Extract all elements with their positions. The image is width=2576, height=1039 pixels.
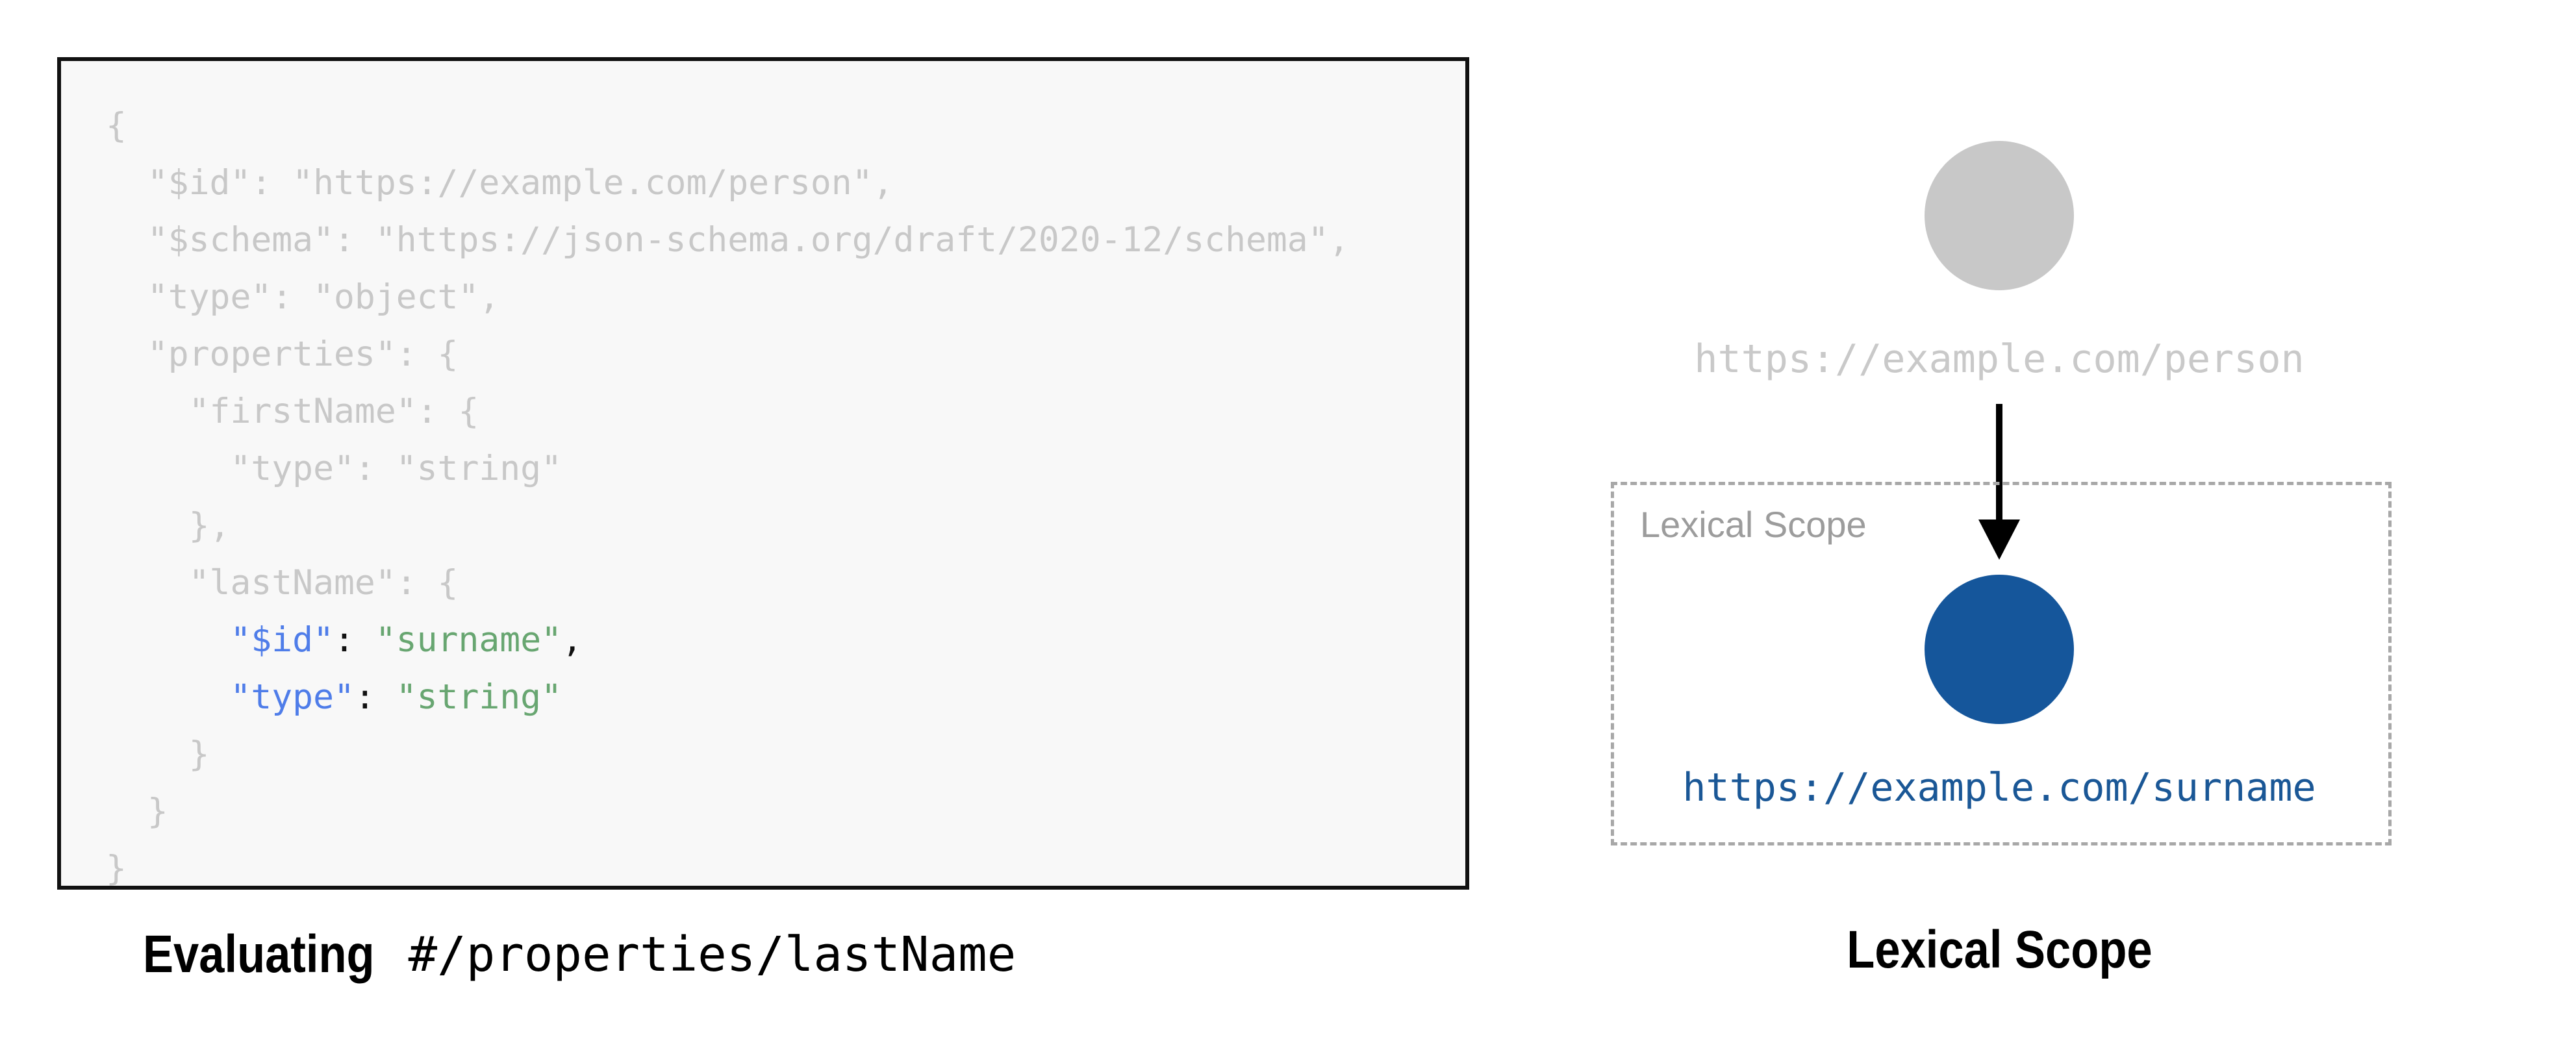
code-segment-muted: "type": "object", <box>106 277 500 317</box>
left-caption-evaluating-label: Evaluating <box>143 925 375 984</box>
code-segment-key: "$id" <box>230 620 334 660</box>
right-caption: Lexical Scope <box>1545 914 2454 986</box>
code-line: "properties": { <box>106 326 1350 383</box>
code-segment-muted <box>106 620 230 660</box>
code-line: } <box>106 726 1350 783</box>
code-line: "$schema": "https://json-schema.org/draf… <box>106 212 1350 269</box>
left-caption: Evaluating #/properties/lastName <box>143 919 1016 990</box>
code-segment-muted: "lastName": { <box>106 563 459 603</box>
code-segment-str: "string" <box>396 677 562 717</box>
code-segment-muted: "properties": { <box>106 334 459 374</box>
left-caption-json-pointer: #/properties/lastName <box>408 927 1017 983</box>
code-line: "$id": "https://example.com/person", <box>106 155 1350 212</box>
parent-schema-uri: https://example.com/person <box>1694 336 2305 382</box>
arrow-down-shaft <box>1996 404 2002 521</box>
code-segment-muted: "$schema": "https://json-schema.org/draf… <box>106 220 1350 260</box>
code-segment-muted: "firstName": { <box>106 392 479 431</box>
code-segment-muted: "type": "string" <box>106 449 562 488</box>
lexical-scope-box: Lexical Scope <box>1611 482 2392 845</box>
code-line: "firstName": { <box>106 383 1350 440</box>
code-segment-punct: : <box>334 620 375 660</box>
code-line: }, <box>106 497 1350 555</box>
code-line: { <box>106 97 1350 155</box>
code-segment-muted <box>106 677 230 717</box>
code-line: } <box>106 783 1350 840</box>
child-schema-uri: https://example.com/surname <box>1682 765 2316 810</box>
right-caption-lexical-scope-label: Lexical Scope <box>1846 920 2153 979</box>
code-segment-str: "surname" <box>375 620 562 660</box>
code-segment-muted: } <box>106 734 210 774</box>
code-line: "type": "string" <box>106 440 1350 497</box>
code-line: "type": "string" <box>106 669 1350 726</box>
code-lines: { "$id": "https://example.com/person", "… <box>106 97 1350 897</box>
code-segment-muted: "$id": "https://example.com/person", <box>106 163 894 203</box>
code-segment-muted: { <box>106 106 127 145</box>
code-segment-punct: , <box>562 620 583 660</box>
code-line: "lastName": { <box>106 555 1350 612</box>
child-schema-node-circle <box>1925 575 2074 724</box>
code-line: } <box>106 840 1350 897</box>
code-segment-punct: : <box>354 677 396 717</box>
json-schema-code-panel: { "$id": "https://example.com/person", "… <box>57 57 1469 890</box>
code-segment-muted: }, <box>106 506 231 545</box>
parent-schema-node-circle <box>1925 141 2074 290</box>
code-segment-muted: } <box>106 849 127 888</box>
code-segment-muted: } <box>106 792 168 831</box>
code-line: "type": "object", <box>106 269 1350 326</box>
lexical-scope-box-label: Lexical Scope <box>1640 504 1867 545</box>
arrow-down-head-icon <box>1978 520 2020 560</box>
code-line: "$id": "surname", <box>106 612 1350 669</box>
code-segment-key: "type" <box>230 677 355 717</box>
